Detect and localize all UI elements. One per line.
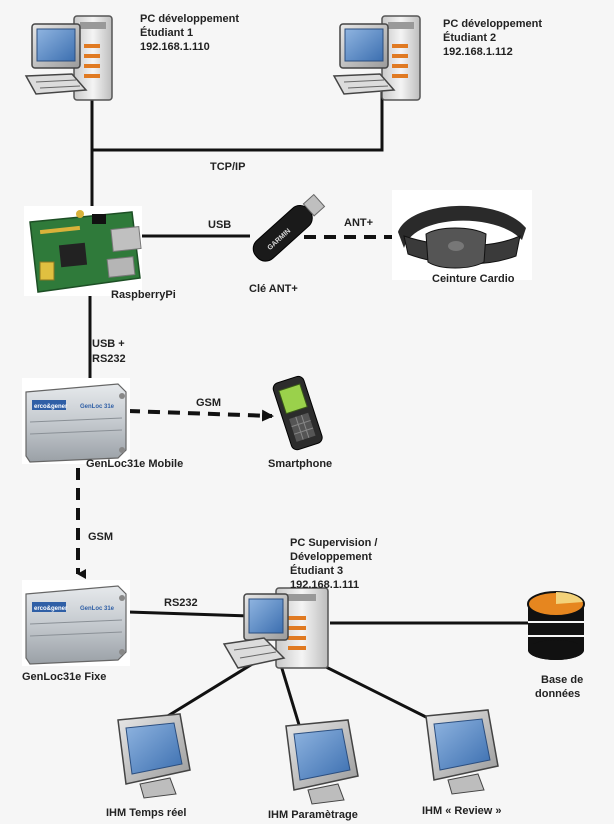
antplus-label: ANT+ bbox=[344, 217, 373, 229]
raspberry-label: RaspberryPi bbox=[111, 289, 176, 301]
ihm2-monitor-icon bbox=[285, 719, 359, 805]
tcpip-bus-line bbox=[90, 92, 384, 152]
database-line2: données bbox=[535, 688, 580, 700]
pc-dev2-sub: Étudiant 2 bbox=[443, 31, 496, 44]
smartphone-label: Smartphone bbox=[268, 458, 332, 470]
pc-sup-ip: 192.168.1.111 bbox=[290, 579, 359, 591]
pc-dev1-icon bbox=[24, 15, 113, 101]
gsm-phone-label: GSM bbox=[196, 397, 221, 409]
usb-label: USB bbox=[208, 219, 231, 231]
rs232-line bbox=[127, 610, 251, 618]
smartphone-icon bbox=[272, 375, 323, 451]
genloc-mobile-model: GenLoc 31e bbox=[80, 404, 115, 410]
ihm3-monitor-icon bbox=[425, 709, 499, 795]
genloc-fixe-label: GenLoc31e Fixe bbox=[22, 671, 106, 683]
pc-dev2-icon bbox=[332, 15, 421, 101]
pc-to-ihm2-line bbox=[278, 661, 302, 729]
rs232-label: RS232 bbox=[164, 597, 198, 609]
pc-dev1-sub: Étudiant 1 bbox=[140, 26, 193, 39]
usb-rs232-label-2: RS232 bbox=[92, 353, 126, 365]
pc-sup-line3: Étudiant 3 bbox=[290, 564, 343, 577]
pc-supervision-icon bbox=[222, 587, 329, 669]
genloc-mobile-icon: erco&gener GenLoc 31e bbox=[22, 378, 130, 464]
connections bbox=[76, 92, 528, 729]
genloc-fixe-brand: erco&gener bbox=[34, 606, 68, 612]
pc-dev1-name: PC développement bbox=[140, 13, 239, 25]
genloc-mobile-brand: erco&gener bbox=[34, 404, 68, 410]
genloc-fixe-icon: erco&gener GenLoc 31e bbox=[22, 580, 130, 666]
heart-belt-icon bbox=[392, 190, 532, 280]
genloc-fixe-model: GenLoc 31e bbox=[80, 606, 115, 612]
tcpip-label: TCP/IP bbox=[210, 161, 245, 173]
gsm-vertical-label: GSM bbox=[88, 531, 113, 543]
ihm3-label: IHM « Review » bbox=[422, 805, 501, 817]
ihm1-label: IHM Temps réel bbox=[106, 807, 187, 819]
belt-label: Ceinture Cardio bbox=[432, 273, 515, 285]
ant-key-icon: GARMIN bbox=[252, 193, 326, 262]
raspberry-pi-icon bbox=[24, 206, 142, 296]
pc-dev1-ip: 192.168.1.110 bbox=[140, 41, 210, 53]
pc-dev2-ip: 192.168.1.112 bbox=[443, 46, 513, 58]
pc-dev2-name: PC développement bbox=[443, 18, 542, 30]
pc-to-ihm1-line bbox=[157, 656, 263, 724]
genloc-mobile-label: GenLoc31e Mobile bbox=[86, 458, 183, 470]
pc-sup-line1: PC Supervision / bbox=[290, 537, 377, 549]
database-line1: Base de bbox=[541, 674, 583, 686]
database-icon bbox=[527, 591, 585, 660]
pc-sup-line2: Développement bbox=[290, 551, 372, 563]
ihm2-label: IHM Paramètrage bbox=[268, 809, 358, 821]
usb-rs232-label-1: USB + bbox=[92, 338, 125, 350]
ant-key-label: Clé ANT+ bbox=[249, 283, 298, 295]
gsm-phone-line bbox=[127, 409, 274, 422]
ihm1-monitor-icon bbox=[117, 713, 191, 799]
